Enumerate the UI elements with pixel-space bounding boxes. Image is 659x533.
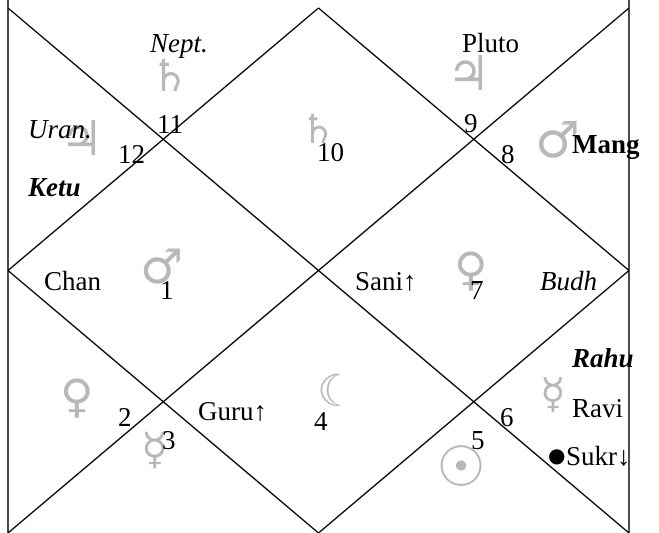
venus-icon: ♀: [454, 242, 488, 296]
combust-bomb-icon: ●: [548, 443, 566, 467]
venus-icon: ♀: [60, 369, 94, 423]
house-number-9: 9: [464, 108, 478, 138]
moon-icon: ☾: [317, 366, 357, 417]
planet-ravi: Ravi: [572, 393, 623, 423]
mars-icon: ♂: [535, 111, 580, 169]
planet-uran: Uran.: [28, 114, 92, 144]
mercury-icon: ☿: [540, 369, 566, 418]
house-number-11: 11: [157, 109, 183, 139]
planet-sukr: Sukr↓: [566, 441, 631, 471]
planet-nept: Nept.: [150, 28, 208, 58]
house-number-3: 3: [162, 425, 176, 455]
planet-pluto: Pluto: [462, 28, 520, 58]
diamond-top-left: [7, 7, 319, 272]
sun-icon: ☉: [436, 435, 487, 500]
house-number-1: 1: [160, 275, 174, 305]
house-number-2: 2: [118, 402, 132, 432]
diamond-bottom-right: [318, 269, 630, 533]
planet-chan: Chan: [44, 266, 101, 296]
jupiter-icon: ♃: [60, 111, 104, 167]
mercury-icon: ☿: [141, 424, 169, 475]
diagonal-anti: [7, 7, 630, 533]
planet-sani: Sani↑: [355, 266, 417, 296]
house-number-8: 8: [501, 139, 515, 169]
saturn-icon: ♄: [300, 107, 336, 153]
mars-icon: ♂: [140, 239, 184, 295]
house-number-7: 7: [470, 275, 484, 305]
diamond-bottom-left: [7, 269, 319, 533]
planet-ketu: Ketu: [28, 172, 81, 202]
diamond-top-right: [318, 7, 630, 272]
house-number-5: 5: [471, 425, 485, 455]
planet-mang: Mang: [572, 129, 640, 159]
house-number-6: 6: [500, 402, 514, 432]
planet-budh: Budh: [540, 266, 597, 296]
jupiter-icon: ♃: [447, 46, 491, 102]
planet-guru: Guru↑: [198, 396, 267, 426]
house-number-4: 4: [314, 406, 328, 436]
house-number-12: 12: [118, 139, 145, 169]
planet-rahu: Rahu: [572, 343, 634, 373]
house-number-10: 10: [317, 137, 344, 167]
saturn-icon: ♄: [150, 51, 190, 102]
